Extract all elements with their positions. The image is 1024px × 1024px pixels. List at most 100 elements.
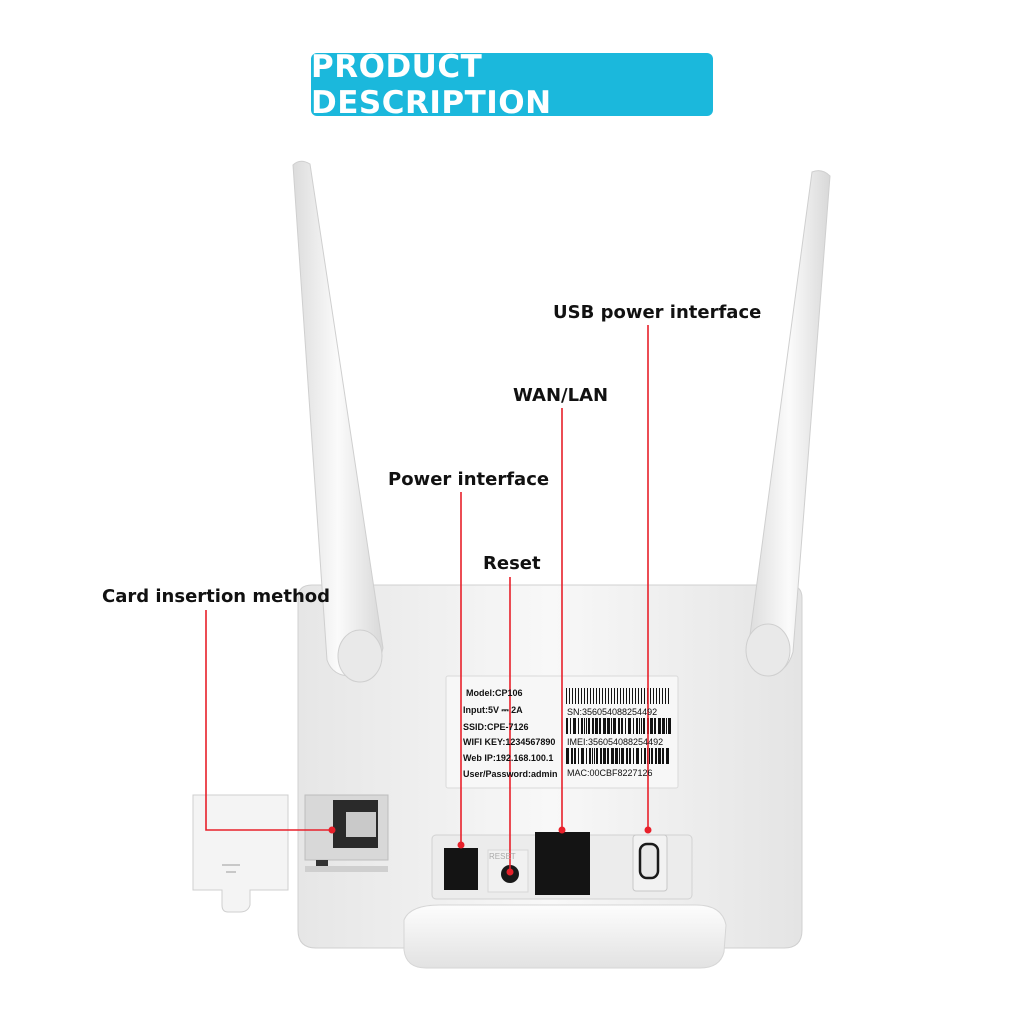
barcode-bar	[633, 718, 634, 734]
barcode-bar	[636, 718, 638, 734]
label-model: Model:CP106	[466, 688, 523, 698]
barcode-bar	[650, 688, 651, 704]
barcode-bar	[662, 718, 665, 734]
barcode-bar	[651, 748, 653, 764]
power-port	[444, 848, 478, 890]
barcode-bar	[629, 688, 630, 704]
line-power-dot	[457, 841, 465, 849]
barcode-bar	[650, 718, 653, 734]
barcode-bar	[618, 718, 620, 734]
barcode-bar	[625, 718, 626, 734]
callout-wan-lan: WAN/LAN	[513, 385, 609, 406]
barcode-bar	[569, 688, 570, 704]
line-usb-power-dot	[644, 826, 652, 834]
barcode-bar	[581, 688, 582, 704]
barcode-bar	[623, 688, 624, 704]
sim-cover	[192, 794, 289, 913]
barcode-bar	[636, 748, 639, 764]
barcode-bar	[593, 688, 594, 704]
left-antenna-hinge	[337, 629, 383, 683]
barcode-bar	[581, 718, 583, 734]
label-user-password: User/Password:admin	[463, 769, 558, 779]
barcode-bar	[617, 688, 618, 704]
barcode-bar	[614, 688, 615, 704]
barcode-bar	[641, 688, 642, 704]
barcode-bar	[638, 688, 639, 704]
barcode-bar	[666, 718, 667, 734]
barcode-bar	[566, 748, 569, 764]
barcode-bar	[587, 688, 588, 704]
wan-lan-port	[535, 832, 590, 895]
callout-lines	[205, 325, 652, 876]
line-card	[205, 610, 332, 831]
barcode-bar	[594, 748, 595, 764]
label-web-ip: Web IP:192.168.100.1	[463, 753, 554, 763]
barcode-bar	[595, 718, 598, 734]
barcode-bar	[611, 748, 614, 764]
callout-usb-power: USB power interface	[553, 302, 762, 323]
reset-port-label: RESET	[489, 852, 516, 861]
barcode-bar	[578, 748, 579, 764]
barcode-bar	[658, 748, 661, 764]
banner: PRODUCT DESCRIPTION	[311, 49, 713, 121]
barcode-bar	[644, 748, 646, 764]
barcode-bar	[603, 748, 606, 764]
barcode-bar	[613, 718, 616, 734]
barcode-bar	[611, 688, 612, 704]
router-stand	[403, 904, 727, 969]
line-wan-lan-dot	[558, 826, 566, 834]
barcode-bar	[584, 718, 585, 734]
label-mac: MAC:00CBF8227126	[567, 768, 653, 778]
barcode-bar	[584, 688, 585, 704]
barcode-bar	[572, 688, 573, 704]
barcode-bar	[658, 718, 661, 734]
barcode-bar	[607, 718, 610, 734]
barcode-bar	[662, 688, 663, 704]
barcode-bar	[589, 748, 591, 764]
barcode-bar	[633, 748, 634, 764]
barcode-bar	[578, 718, 579, 734]
barcode-bar	[607, 748, 609, 764]
barcode-bar	[653, 688, 654, 704]
barcode-bar	[615, 748, 618, 764]
label-input: Input:5V ⎓ 2A	[463, 705, 523, 715]
barcode-bar	[600, 748, 602, 764]
label-imei: IMEI:356054088254492	[567, 737, 664, 747]
line-reset-dot	[506, 868, 514, 876]
barcode-bar	[596, 748, 598, 764]
barcode-bar	[659, 688, 660, 704]
barcode-bar	[649, 748, 650, 764]
barcode-bar	[621, 718, 623, 734]
barcode-bar	[641, 718, 642, 734]
barcode-bar	[626, 748, 628, 764]
barcode-bar	[570, 718, 571, 734]
barcode-bar	[575, 688, 576, 704]
callout-reset: Reset	[483, 553, 541, 574]
barcode-bar	[668, 718, 671, 734]
barcode-bar	[581, 748, 584, 764]
barcode-bar	[596, 688, 597, 704]
barcode-bar	[666, 748, 669, 764]
callout-power: Power interface	[388, 469, 550, 490]
barcode-bar	[605, 688, 606, 704]
barcode-bar	[654, 718, 656, 734]
barcode-bar	[621, 748, 624, 764]
barcode-bar	[632, 688, 633, 704]
barcode-bar	[592, 748, 593, 764]
right-antenna	[747, 170, 831, 675]
barcode-bar	[592, 718, 594, 734]
barcode-bar	[611, 718, 612, 734]
barcode-bar	[590, 688, 591, 704]
barcode-bar	[566, 718, 568, 734]
barcode-bar	[662, 748, 664, 764]
usb-c-port	[638, 842, 660, 880]
barcode-bar	[602, 688, 603, 704]
barcode-bar	[643, 718, 645, 734]
barcode-bar	[656, 688, 657, 704]
barcode-bar	[626, 688, 627, 704]
barcode-bar	[665, 688, 666, 704]
barcode-bar	[629, 748, 631, 764]
line-card-dot	[328, 826, 336, 834]
barcode-bar	[574, 748, 576, 764]
